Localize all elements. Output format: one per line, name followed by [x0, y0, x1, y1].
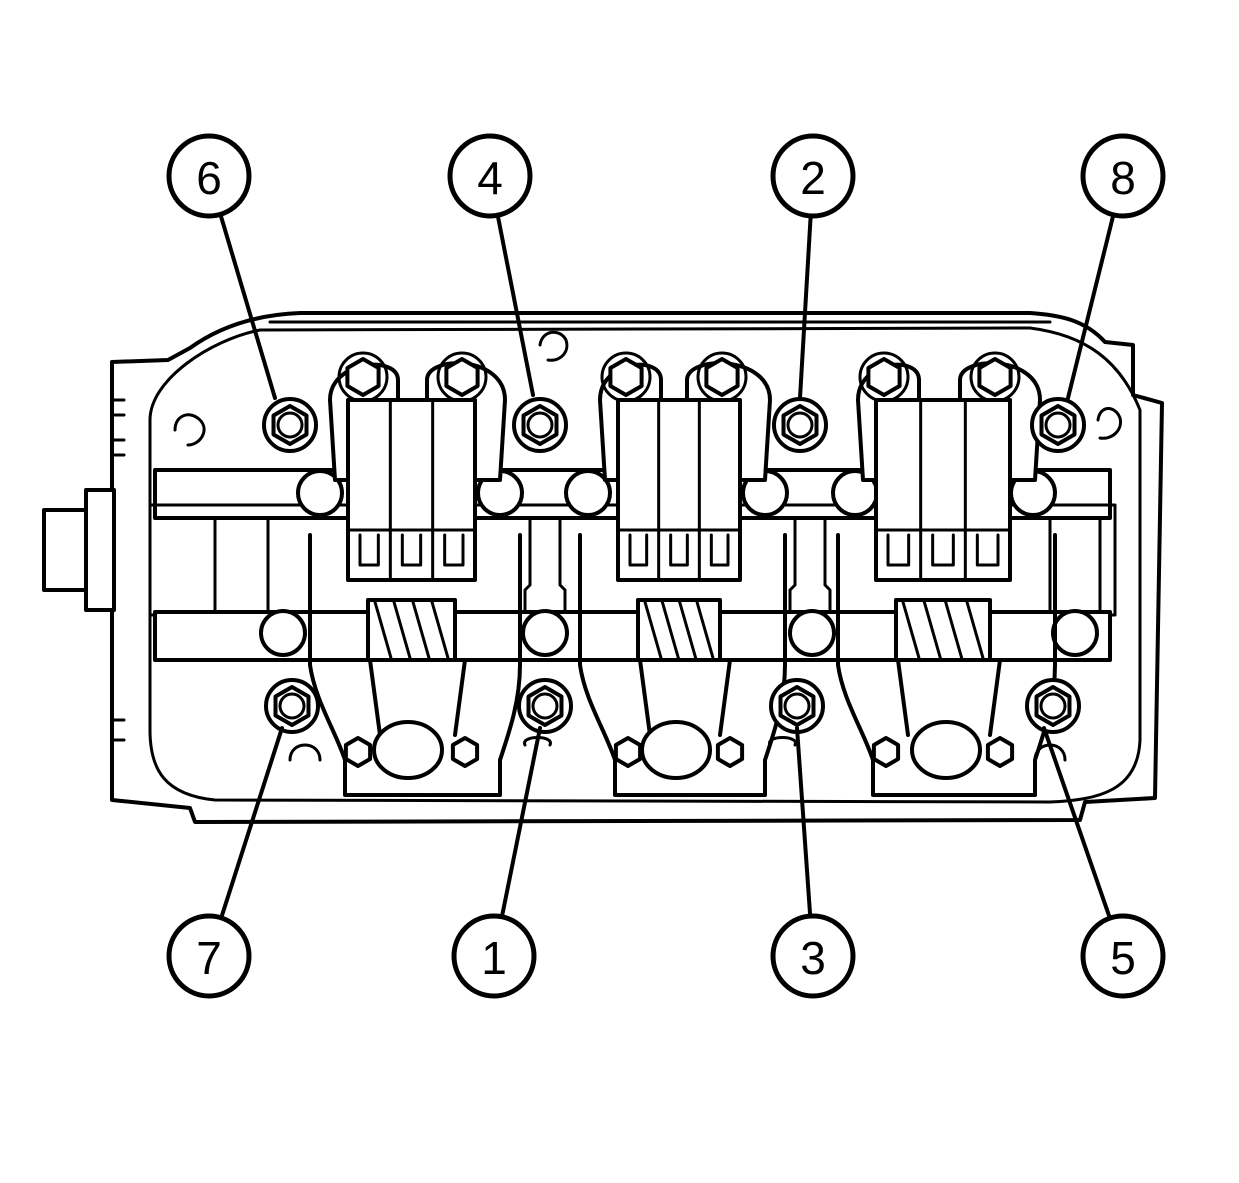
- callout-layer: 6 4 2 8 7 1 3 5: [166, 133, 1166, 999]
- callout-circle-2: [770, 133, 856, 219]
- side-plug-cap: [42, 508, 90, 592]
- shaft-journal-8: [521, 609, 569, 657]
- cylinder-head-illustration: [42, 311, 1164, 824]
- callout-leader-8: [1066, 212, 1116, 400]
- rocker-nut-4: [512, 397, 568, 453]
- rocker-assembly-3: [836, 351, 1057, 797]
- housing-edge-ticks: [110, 398, 126, 742]
- callout-circle-4: [447, 133, 533, 219]
- callout-7: 7: [166, 726, 284, 999]
- callout-number-5: 5: [1110, 932, 1136, 984]
- left-notch: [173, 413, 206, 447]
- inner-housing-outline: [148, 326, 1142, 804]
- callout-circle-5: [1080, 913, 1166, 999]
- shaft-journal-10: [1051, 609, 1099, 657]
- shaft-dividers: [213, 518, 1102, 612]
- shaft-journal-3: [564, 469, 612, 517]
- callout-number-2: 2: [800, 152, 826, 204]
- callout-circle-7: [166, 913, 252, 999]
- side-plug-body: [84, 488, 116, 612]
- callout-6: 6: [166, 133, 277, 400]
- shaft-journal-7: [259, 609, 307, 657]
- rocker-nut-3: [769, 678, 825, 734]
- rocker-assembly-1: [308, 351, 522, 797]
- callout-2: 2: [770, 133, 856, 400]
- rocker-nut-2: [772, 397, 828, 453]
- shaft-journal-9: [788, 609, 836, 657]
- callout-4: 4: [447, 133, 535, 397]
- callout-1: 1: [451, 726, 542, 999]
- callout-circle-3: [770, 913, 856, 999]
- callout-8: 8: [1066, 133, 1166, 400]
- callout-number-7: 7: [196, 932, 222, 984]
- callout-number-1: 1: [481, 932, 507, 984]
- callout-circle-6: [166, 133, 252, 219]
- rocker-nut-7: [264, 678, 320, 734]
- callout-leader-7: [219, 726, 284, 920]
- callout-leader-4: [495, 213, 535, 397]
- callout-number-8: 8: [1110, 152, 1136, 204]
- callout-circle-8: [1080, 133, 1166, 219]
- callout-leader-1: [499, 726, 542, 919]
- callout-5: 5: [1042, 726, 1166, 999]
- callout-circle-1: [451, 913, 537, 999]
- callout-leader-6: [218, 212, 277, 400]
- callout-number-3: 3: [800, 932, 826, 984]
- center-stems: [523, 518, 832, 612]
- callout-3: 3: [770, 726, 856, 999]
- right-notch: [1096, 407, 1122, 440]
- rocker-nut-8: [1030, 397, 1086, 453]
- top-notch: [538, 330, 569, 362]
- callout-leader-3: [795, 726, 813, 919]
- callout-number-6: 6: [196, 152, 222, 204]
- outer-housing-outline: [110, 311, 1164, 824]
- rocker-nut-6: [262, 397, 318, 453]
- callout-leader-2: [798, 213, 813, 400]
- rocker-assembly-2: [578, 351, 787, 797]
- callout-leader-5: [1042, 726, 1112, 921]
- rocker-nut-5: [1025, 678, 1081, 734]
- shaft-journal-1: [296, 469, 344, 517]
- rocker-nut-1: [517, 678, 573, 734]
- callout-number-4: 4: [477, 152, 503, 204]
